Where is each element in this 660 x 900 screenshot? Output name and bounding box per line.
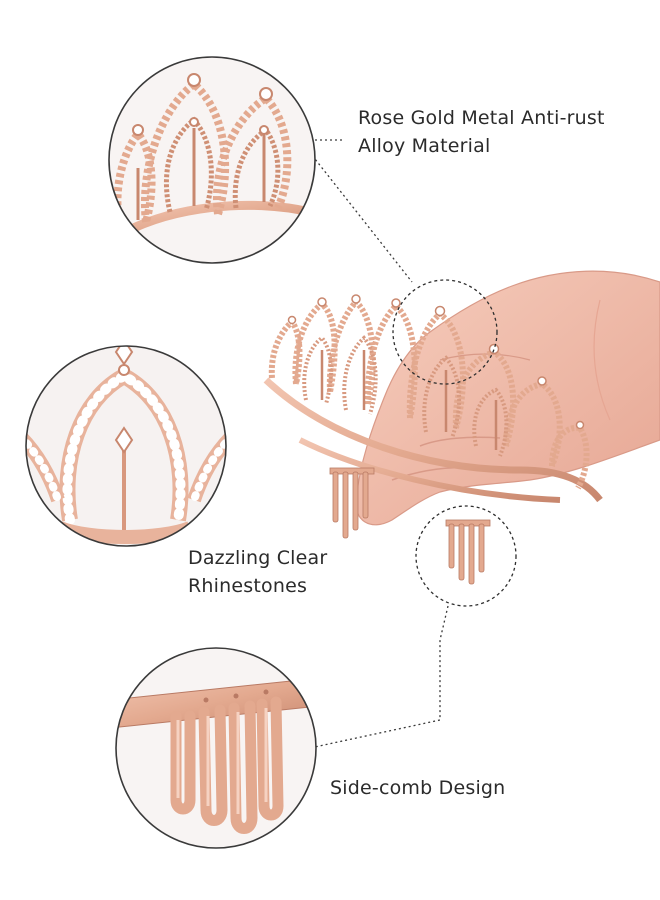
- callout-material-line2: Alloy Material: [358, 135, 491, 157]
- callout-rhinestones-line2: Rhinestones: [188, 575, 308, 597]
- side-comb-left: [329, 467, 375, 539]
- side-comb-right: [445, 519, 491, 585]
- callout-material-line1: Rose Gold Metal Anti-rust: [358, 107, 605, 129]
- callout-comb-line1: Side-comb Design: [330, 777, 506, 799]
- zoom-circle-rhinestones: [25, 345, 227, 547]
- callout-rhinestones: Dazzling Clear Rhinestones: [188, 544, 327, 600]
- callout-material: Rose Gold Metal Anti-rust Alloy Material: [358, 104, 605, 160]
- callout-comb: Side-comb Design: [330, 774, 505, 802]
- highlight-circle-comb: [415, 505, 517, 607]
- zoom-circle-comb: [115, 647, 317, 849]
- tiara-icon: [263, 294, 603, 585]
- callout-rhinestones-line1: Dazzling Clear: [188, 547, 328, 569]
- highlight-circle-material: [392, 279, 498, 385]
- zoom-circle-material: [108, 56, 316, 264]
